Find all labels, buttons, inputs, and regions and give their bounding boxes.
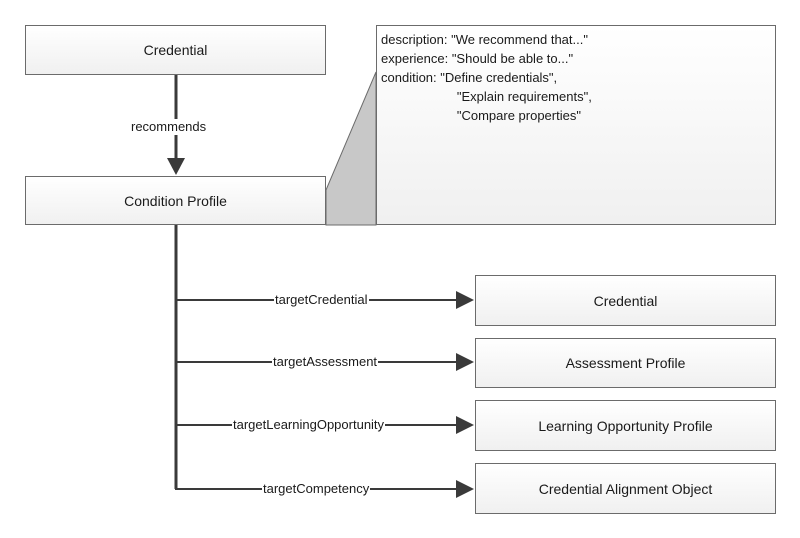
- target-competency-label: targetCompetency: [262, 481, 371, 497]
- target-learning-opportunity-label: targetLearningOpportunity: [232, 417, 386, 433]
- condition-profile-label: Condition Profile: [124, 192, 227, 209]
- note-line-condition-3: "Compare properties": [381, 108, 581, 123]
- recommends-label: recommends: [130, 119, 208, 135]
- assessment-profile-node: Assessment Profile: [475, 338, 776, 388]
- learning-opportunity-profile-node: Learning Opportunity Profile: [475, 400, 776, 451]
- target-learning-arrowhead: [456, 416, 474, 434]
- note-line-condition-2: "Explain requirements",: [381, 89, 592, 104]
- target-credential-node-label: Credential: [593, 292, 658, 309]
- assessment-profile-label: Assessment Profile: [565, 355, 686, 371]
- learning-opportunity-profile-label: Learning Opportunity Profile: [538, 417, 713, 434]
- target-competency-arrowhead: [456, 480, 474, 498]
- target-credential-arrowhead: [456, 291, 474, 309]
- target-credential-label: targetCredential: [274, 292, 369, 308]
- note-line-experience: experience: "Should be able to...": [381, 51, 574, 66]
- credential-alignment-object-node: Credential Alignment Object: [475, 463, 776, 514]
- note-line-description: description: "We recommend that...": [381, 32, 588, 47]
- condition-profile-note: description: "We recommend that..." expe…: [376, 25, 776, 225]
- credential-node: Credential: [25, 25, 326, 75]
- target-assessment-arrowhead: [456, 353, 474, 371]
- note-callout-pointer: [325, 71, 377, 226]
- recommends-arrowhead: [167, 158, 185, 175]
- note-line-condition: condition: "Define credentials",: [381, 70, 558, 85]
- target-credential-node: Credential: [475, 275, 776, 326]
- condition-profile-node: Condition Profile: [25, 176, 326, 225]
- target-assessment-label: targetAssessment: [272, 354, 379, 370]
- credential-alignment-object-label: Credential Alignment Object: [538, 480, 713, 497]
- credential-node-label: Credential: [143, 42, 208, 58]
